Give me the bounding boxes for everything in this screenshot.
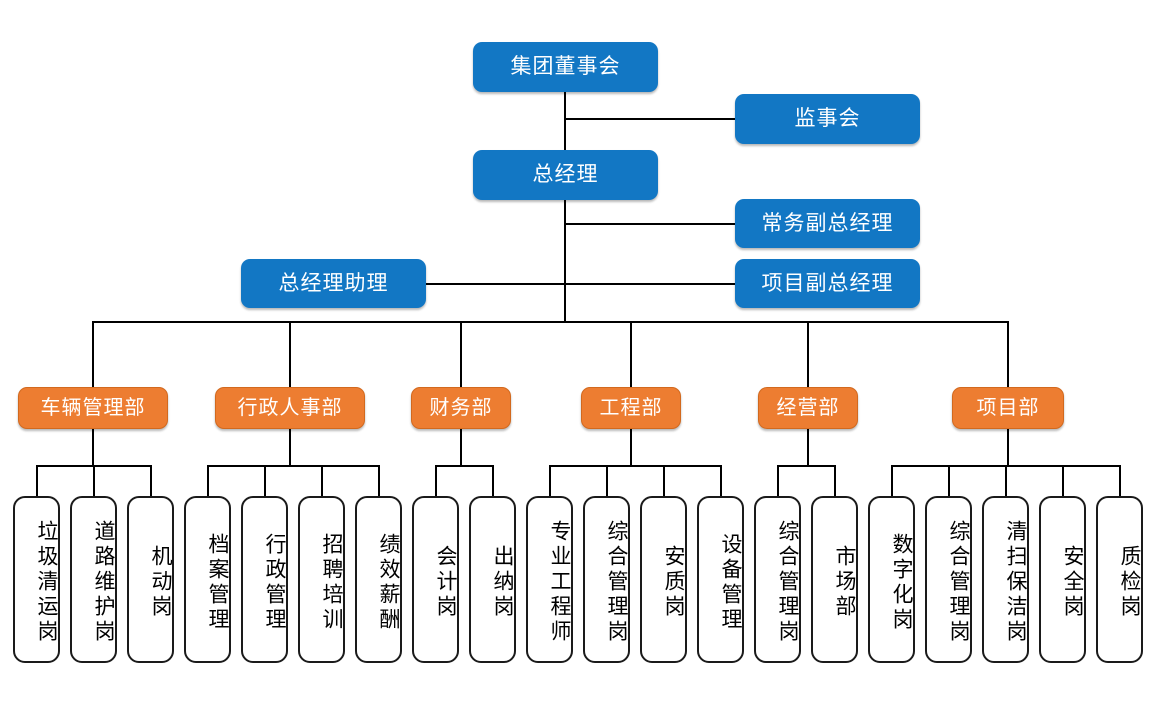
node-dept-engineering[interactable]: 工程部	[581, 387, 681, 429]
connector-bus-to-dept-finance	[460, 321, 462, 387]
node-post-cleaning[interactable]: 清扫保洁岗	[982, 496, 1029, 663]
node-post-digitalization[interactable]: 数字化岗	[868, 496, 915, 663]
connector-bus-to-dept-operations	[807, 321, 809, 387]
connector-gm-to-exec-deputy	[564, 223, 736, 225]
connector-operations-child-2	[834, 465, 836, 496]
department-bus-line	[92, 321, 1008, 323]
node-post-professional-engineer[interactable]: 专业工程师	[526, 496, 573, 663]
connector-operations-child-1	[777, 465, 779, 496]
connector-gm-to-assistant	[426, 283, 565, 285]
connector-project-child-5	[1119, 465, 1121, 496]
node-post-operations-general-management[interactable]: 综合管理岗	[754, 496, 801, 663]
connector-admin-child-1	[207, 465, 209, 496]
connector-finance-stem	[460, 428, 462, 466]
connector-board-to-gm	[564, 91, 566, 151]
connector-finance-child-2	[492, 465, 494, 496]
node-board[interactable]: 集团董事会	[473, 42, 658, 92]
node-post-equipment-management[interactable]: 设备管理	[697, 496, 744, 663]
node-post-administration[interactable]: 行政管理	[241, 496, 288, 663]
connector-project-child-3	[1005, 465, 1007, 496]
connector-bus-to-dept-engineering	[630, 321, 632, 387]
node-exec-deputy-gm[interactable]: 常务副总经理	[735, 199, 920, 248]
connector-project-child-1	[891, 465, 893, 496]
node-post-engineering-general-management[interactable]: 综合管理岗	[583, 496, 630, 663]
node-post-quality-inspection[interactable]: 质检岗	[1096, 496, 1143, 663]
node-dept-operations[interactable]: 经营部	[758, 387, 858, 429]
connector-engineering-child-4	[720, 465, 722, 496]
connector-vehicle-child-3	[150, 465, 152, 496]
node-post-recruitment-training[interactable]: 招聘培训	[298, 496, 345, 663]
connector-bus-to-dept-admin	[289, 321, 291, 387]
subbus-admin	[207, 465, 378, 467]
node-dept-finance[interactable]: 财务部	[411, 387, 511, 429]
connector-engineering-stem	[630, 428, 632, 466]
node-post-accounting[interactable]: 会计岗	[412, 496, 459, 663]
connector-gm-to-project-deputy	[564, 283, 736, 285]
connector-admin-child-3	[321, 465, 323, 496]
connector-vehicle-stem	[92, 428, 94, 466]
node-post-safety-quality[interactable]: 安质岗	[640, 496, 687, 663]
connector-project-child-2	[948, 465, 950, 496]
connector-engineering-child-3	[663, 465, 665, 496]
node-post-safety[interactable]: 安全岗	[1039, 496, 1086, 663]
connector-operations-stem	[807, 428, 809, 466]
connector-project-child-4	[1062, 465, 1064, 496]
node-gm-assistant[interactable]: 总经理助理	[241, 259, 426, 308]
node-general-manager[interactable]: 总经理	[473, 150, 658, 200]
node-dept-project[interactable]: 项目部	[952, 387, 1064, 429]
connector-engineering-child-1	[549, 465, 551, 496]
connector-vehicle-child-1	[36, 465, 38, 496]
node-post-road-maintenance[interactable]: 道路维护岗	[70, 496, 117, 663]
node-post-performance-compensation[interactable]: 绩效薪酬	[355, 496, 402, 663]
connector-gm-trunk-to-supervisory	[564, 118, 736, 120]
subbus-operations	[777, 465, 834, 467]
connector-bus-to-dept-vehicle	[92, 321, 94, 387]
connector-engineering-child-2	[606, 465, 608, 496]
connector-admin-child-4	[378, 465, 380, 496]
node-project-deputy-gm[interactable]: 项目副总经理	[735, 259, 920, 308]
node-post-project-general-management[interactable]: 综合管理岗	[925, 496, 972, 663]
node-post-garbage-transport[interactable]: 垃圾清运岗	[13, 496, 60, 663]
node-post-mobile-duty[interactable]: 机动岗	[127, 496, 174, 663]
subbus-engineering	[549, 465, 720, 467]
node-supervisory-board[interactable]: 监事会	[735, 94, 920, 144]
connector-finance-child-1	[435, 465, 437, 496]
node-post-marketing[interactable]: 市场部	[811, 496, 858, 663]
node-post-archive-management[interactable]: 档案管理	[184, 496, 231, 663]
connector-admin-stem	[289, 428, 291, 466]
connector-bus-to-dept-project	[1007, 321, 1009, 387]
node-dept-admin-hr[interactable]: 行政人事部	[215, 387, 365, 429]
node-post-cashier[interactable]: 出纳岗	[469, 496, 516, 663]
connector-gm-to-bus	[564, 199, 566, 322]
node-dept-vehicle-management[interactable]: 车辆管理部	[18, 387, 168, 429]
connector-vehicle-child-2	[93, 465, 95, 496]
subbus-finance	[435, 465, 492, 467]
connector-admin-child-2	[264, 465, 266, 496]
connector-project-stem	[1007, 428, 1009, 466]
